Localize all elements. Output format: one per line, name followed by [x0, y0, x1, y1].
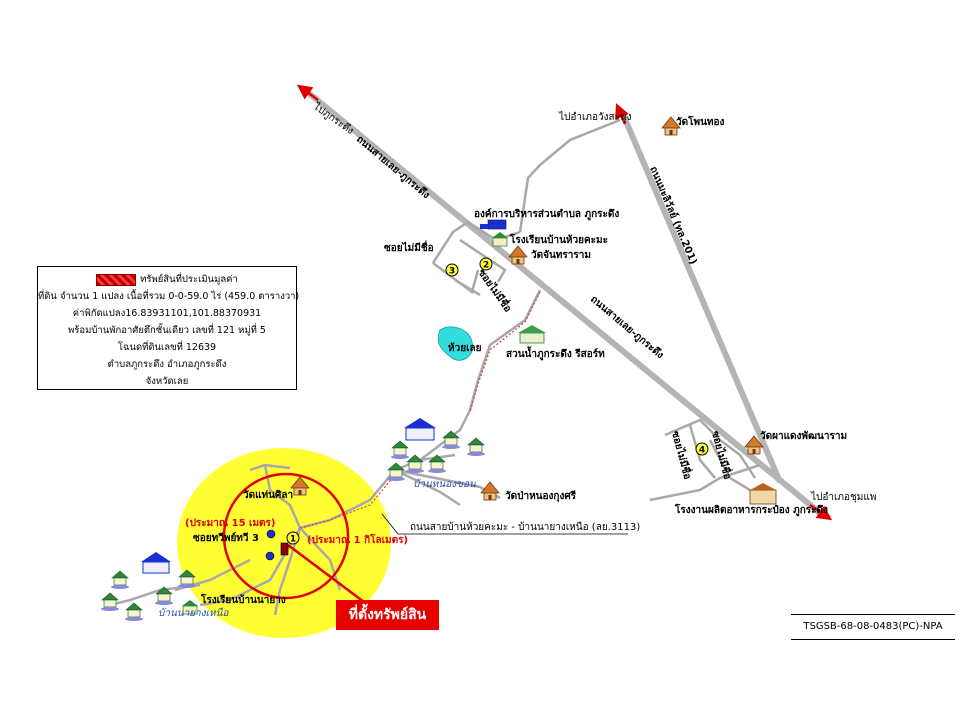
label-wat-saen-sila: วัดแท่นศิลา: [243, 489, 293, 501]
huai-loei-pond: [437, 326, 474, 361]
label-approx-15m: (ประมาณ 15 เมตร): [185, 517, 275, 529]
label-tao: องค์การบริหารส่วนตำบล ภูกระดึง: [474, 208, 619, 221]
label-cannery: โรงงานผลิตอาหารกระป๋อง ภูกระดึง: [674, 503, 828, 517]
label-to-phu-kradueng: ไปภูกระดึง: [310, 100, 356, 137]
legend-line-2: ค่าพิกัดแปลง16.83931101,101.88370931: [72, 308, 262, 319]
arrow-to-chum-phae: [809, 503, 833, 521]
legend-line-6: จังหวัดเลย: [145, 376, 189, 387]
government-office-icon: [480, 219, 507, 230]
access-route-dotted: [469, 291, 541, 413]
legend-line-5: ตำบลภูกระดึง อำเภอภูกระดึง: [107, 359, 227, 370]
label-to-chum-phae: ไปอำเภอชุมแพ: [810, 491, 876, 503]
label-huai-loei: ห้วยเลย: [448, 342, 482, 354]
site-location-label: ที่ตั้งทรัพย์สิน: [336, 600, 439, 630]
legend-line-1: ที่ดิน จำนวน 1 แปลง เนื้อที่รวม 0-0-59.0…: [38, 291, 300, 302]
site-pointer-line: [287, 544, 365, 603]
label-approx-km: (ประมาณ 1 กิโลเมตร): [307, 533, 408, 546]
label-soi-2: ซอยไม่มีชื่อ: [476, 266, 516, 315]
arrow-to-wang-saphung: [615, 103, 629, 125]
factory-icon: [749, 483, 777, 505]
label-soi-phet-thawi: ซอยทวีพย์ทวี 3: [193, 532, 259, 544]
arrow-to-phu-kradueng: [296, 84, 319, 102]
label-resort: สวนน้ำภูกระดึง รีสอร์ท: [506, 346, 605, 361]
road-3113-leader: [381, 513, 399, 535]
village-house-icon: [404, 418, 436, 441]
svg-text:3: 3: [449, 267, 455, 277]
temple-icon: [508, 245, 528, 265]
svg-text:2: 2: [483, 261, 489, 271]
small-blue-markers: [265, 529, 276, 561]
legend-box: ทรัพย์สินที่ประเมินมูลค่า ที่ดิน จำนวน 1…: [37, 266, 300, 390]
label-ban-na-yang-nuea: บ้านนายางเหนือ: [158, 607, 229, 619]
label-to-wang-saphung: ไปอำเภอวังสะพุง: [558, 111, 632, 123]
legend-line-4: โฉนดที่ดินเลขที่ 12639: [117, 342, 217, 353]
route-to-site-dotted: [299, 474, 396, 529]
label-wat-chan-tharam: วัดจันทราราม: [531, 249, 591, 261]
label-road-3113: ถนนสายบ้านห้วยคะมะ - บ้านนายางเหนือ (ลย.…: [410, 521, 640, 533]
label-wat-nong-kung-si: วัดป่าหนองกุงศรี: [505, 490, 577, 502]
legend-line-3: พร้อมบ้านพักอาศัยตึกชั้นเดียว เลขที่ 121…: [68, 325, 266, 336]
temple-icon: [480, 481, 500, 501]
svg-text:1: 1: [290, 535, 296, 545]
site-radius-circle: [222, 472, 350, 600]
svg-text:4: 4: [699, 446, 705, 456]
numbered-circle-marker-2: 2: [479, 257, 493, 271]
legend-title-row: ทรัพย์สินที่ประเมินมูลค่า: [38, 271, 296, 288]
numbered-circle-marker-1: 1: [286, 531, 300, 545]
main-road-loei-phu-kradueng: [303, 87, 822, 516]
label-ban-nong-khon: บ้านหนองขอน: [413, 478, 477, 490]
label-soi-3: ซอยไม่มีชื่อ: [669, 429, 695, 481]
site-property-marker: [280, 542, 289, 556]
label-school-na-yang: โรงเรียนบ้านนายาง: [200, 593, 286, 606]
road-201: [619, 110, 783, 484]
label-wat-pha-daeng: วัดผาแดงพัฒนาราม: [760, 430, 847, 442]
minor-roads: [109, 118, 761, 616]
label-road-top: ถนนสายเลย-ภูกระดึง: [353, 133, 432, 202]
legend-swatch: [96, 273, 137, 286]
document-code: TSGSB-68-08-0483(PC)-NPA: [791, 614, 955, 640]
label-wat-phon-thong: วัดโพนทอง: [676, 115, 725, 128]
numbered-circle-marker-4: 4: [695, 442, 709, 456]
label-road-201: ถนนมะลิวัลย์ (ทล.201): [647, 164, 699, 266]
school-icon: [182, 600, 198, 615]
school-icon: [492, 232, 508, 247]
label-soi-1: ซอยไม่มีชื่อ: [384, 240, 434, 254]
label-school-huai-khaem: โรงเรียนบ้านห้วยคะมะ: [509, 233, 608, 246]
legend-title: ทรัพย์สินที่ประเมินมูลค่า: [140, 274, 238, 285]
numbered-circle-marker-3: 3: [445, 263, 459, 277]
village-house-icon: [141, 552, 171, 574]
resort-icon: [518, 325, 546, 344]
